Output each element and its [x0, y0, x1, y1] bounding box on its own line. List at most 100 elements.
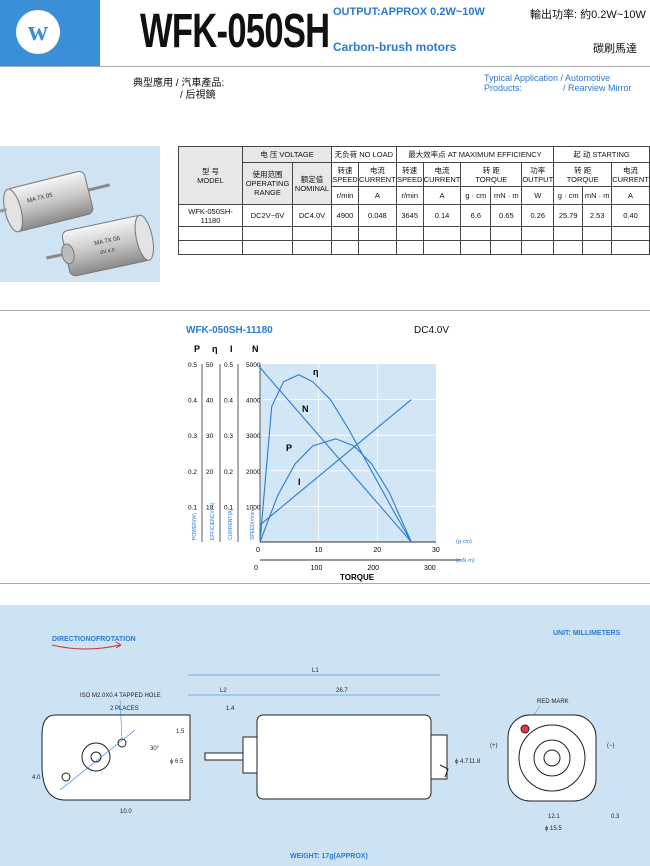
negative-terminal: (−) — [607, 743, 615, 749]
table-row — [178, 226, 650, 241]
tick-label: 40 — [206, 398, 214, 405]
page-title: WFK-050SH — [140, 5, 330, 58]
cell-st-torque-mn: 2.53 — [582, 204, 613, 227]
rotation-arrow — [51, 644, 121, 650]
x-unit-mnm: (mN·m) — [456, 558, 475, 564]
motor2-label: MA 7X 06 — [94, 236, 121, 247]
dim-10-0: 10.0 — [120, 809, 132, 815]
cell-op-range: DC2V~6V — [242, 204, 293, 227]
tick-label: 1000 — [246, 504, 261, 511]
x-tick-gcm: 30 — [432, 547, 440, 554]
motor-photo: MA 7X 05 MA 7X 06 0V 4.0 — [0, 146, 160, 282]
rear-cap — [430, 734, 448, 780]
voltage-header: 电 压 VOLTAGE — [242, 146, 332, 163]
dim-l1: L1 — [312, 668, 319, 674]
terminal — [439, 764, 449, 778]
dim-1-4: 1.4 — [226, 706, 235, 712]
no-load-header: 无负荷 NO LOAD — [331, 146, 397, 163]
dim-12-1: 12.1 — [548, 814, 560, 820]
unit-cell: A — [358, 186, 397, 205]
tick-label: 30 — [206, 433, 214, 440]
divider — [0, 66, 650, 67]
logo-circle — [16, 10, 60, 54]
divider — [0, 310, 650, 311]
cell-me-torque-mn: 0.65 — [490, 204, 523, 227]
tick-label: 2000 — [246, 469, 261, 476]
series-line-η — [259, 374, 412, 543]
tick-label: 0.2 — [224, 469, 233, 476]
axis-header: η — [212, 344, 218, 354]
places-label: 2 PLACES — [110, 706, 139, 712]
x-tick-gcm: 20 — [373, 547, 381, 554]
end-face-outline — [41, 714, 191, 801]
application-zh-1: 典型應用 / 汽車產品: — [133, 78, 225, 89]
dim-11-8: 11.8 — [469, 759, 481, 765]
tick-label: 4000 — [246, 398, 261, 405]
tick-label: 5000 — [246, 362, 261, 369]
chart-title: WFK-050SH-11180 — [186, 325, 273, 336]
unit-cell: g · cm — [553, 186, 584, 205]
tick-label: 20 — [206, 469, 214, 476]
technical-drawing: DIRECTIONOFROTATION UNIT: MILLIMETERS IS… — [32, 630, 621, 860]
dim-l2: L2 — [220, 688, 227, 694]
tick-label: 0.5 — [224, 362, 233, 369]
dim-1-5: 1.5 — [176, 729, 185, 735]
unit-cell: mN · m — [582, 186, 613, 205]
curve-label: I — [298, 477, 301, 487]
motor-type-en: Carbon-brush motors — [333, 40, 457, 54]
tick-label: 3000 — [246, 433, 261, 440]
dim-angle: 30° — [150, 746, 160, 752]
dim-phi-4-7: ϕ 4.7 — [455, 759, 469, 765]
curve-label: P — [286, 443, 292, 453]
red-mark-label: RED MARK — [537, 699, 569, 705]
starting-header: 起 动 STARTING — [553, 146, 650, 163]
unit-cell: mN · m — [490, 186, 523, 205]
dimension-drawing: DIRECTIONOFROTATION UNIT: MILLIMETERS IS… — [0, 605, 650, 866]
series-line-I — [259, 399, 412, 526]
red-mark — [520, 724, 530, 734]
motor-body — [256, 714, 432, 800]
max-eff-header: 最大效率点 AT MAXIMUM EFFICIENCY — [395, 146, 555, 163]
dim-0-3: 0.3 — [611, 814, 620, 820]
curve-label: η — [313, 367, 319, 377]
cell-me-speed: 3645 — [395, 204, 424, 227]
axis-label: EFFICIENCY(%) — [210, 502, 216, 540]
curve-label: N — [302, 404, 309, 414]
tick-label: 0.1 — [224, 504, 233, 511]
application-en-1: Typical Application / Automotive Product… — [484, 73, 611, 93]
axis-header: I — [230, 344, 233, 354]
motor2-sublabel: 0V 4.0 — [100, 247, 116, 256]
tick-label: 10 — [206, 504, 214, 511]
tick-label: 0.3 — [224, 433, 233, 440]
rotation-arrowhead — [115, 641, 122, 649]
weight-label: WEIGHT: 17g(APPROX) — [290, 853, 368, 860]
axis-label: POWER(W) — [192, 513, 198, 540]
front-boss — [242, 736, 258, 774]
cell-st-current: 0.40 — [611, 204, 650, 227]
divider — [0, 583, 650, 584]
cell-me-current: 0.14 — [422, 204, 462, 227]
logo-letter: w — [27, 16, 49, 47]
tapped-hole — [61, 772, 71, 782]
x-axis-title: TORQUE — [340, 573, 375, 582]
x-tick-gcm: 10 — [315, 547, 323, 554]
tick-label: 0.1 — [188, 504, 197, 511]
tick-label: 50 — [206, 362, 214, 369]
end-cap-hub — [543, 749, 561, 767]
motor-photo-illustration: MA 7X 05 MA 7X 06 0V 4.0 — [0, 170, 154, 277]
cell-nl-speed: 4900 — [331, 204, 359, 227]
series-line-P — [259, 438, 412, 543]
x-unit-gcm: (g·cm) — [456, 539, 472, 545]
positive-terminal: (+) — [490, 743, 498, 749]
axis-header: N — [252, 344, 259, 354]
plot-area — [260, 364, 436, 542]
dim-4-0: 4.0 — [32, 775, 41, 781]
